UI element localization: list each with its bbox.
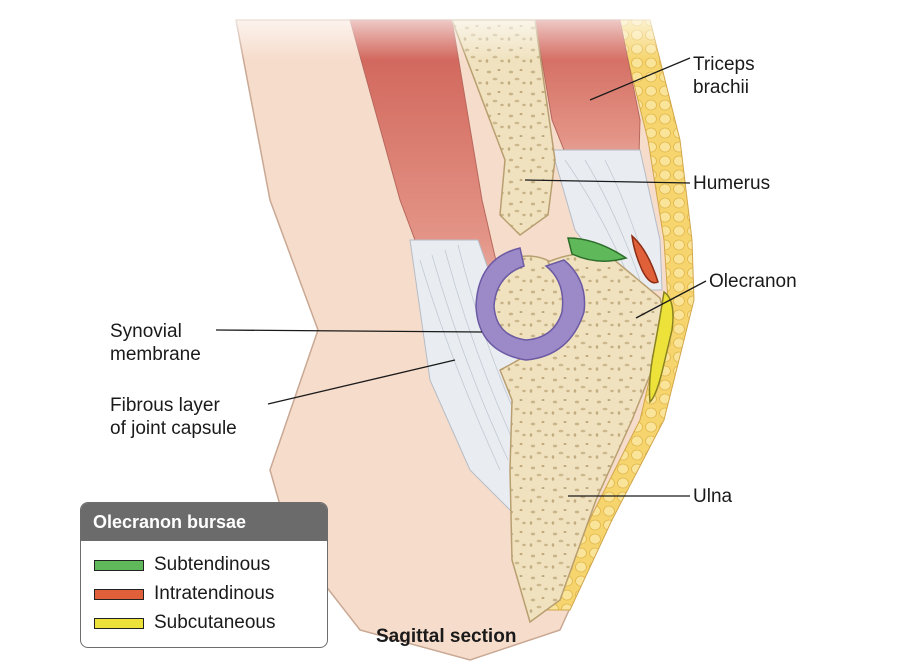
label-triceps-brachii: Triceps brachii: [693, 53, 755, 99]
triceps-tendon: [551, 149, 663, 291]
legend-item-subcutaneous: Subcutaneous: [94, 611, 276, 635]
label-ulna: Ulna: [693, 486, 733, 507]
label-triceps-line2: brachii: [693, 77, 749, 98]
legend-label-subcutaneous: Subcutaneous: [154, 612, 276, 633]
top-fade: [0, 0, 902, 60]
subtendinous-bursa: [567, 237, 628, 262]
legend-label-subtendinous: Subtendinous: [154, 554, 271, 575]
label-fibrous-line2: of joint capsule: [110, 418, 237, 439]
legend-box: Olecranon bursae Subtendinous Intratendi…: [80, 502, 328, 648]
label-fibrous-layer: Fibrous layer of joint capsule: [110, 394, 237, 440]
label-olecranon: Olecranon: [709, 271, 797, 292]
label-synovial-membrane: Synovial membrane: [110, 320, 210, 366]
leader-fibrous: [267, 359, 456, 405]
intratendinous-bursa: [631, 234, 659, 284]
legend-label-intratendinous: Intratendinous: [154, 583, 275, 604]
leader-synovial: [215, 329, 483, 333]
legend-item-intratendinous: Intratendinous: [94, 582, 274, 606]
legend-swatch-subtendinous: [94, 559, 144, 571]
label-fibrous-line1: Fibrous layer: [110, 395, 220, 416]
synovial-membrane-shape: [475, 247, 586, 361]
label-humerus: Humerus: [693, 173, 771, 194]
legend-item-subtendinous: Subtendinous: [94, 553, 270, 577]
subcutaneous-bursa: [648, 290, 674, 404]
label-synovial-line2: membrane: [110, 344, 201, 365]
subcutaneous-fat: [547, 19, 695, 611]
legend-title: Olecranon bursae: [81, 503, 327, 541]
leader-olecranon: [635, 280, 707, 319]
leader-humerus: [524, 179, 691, 184]
leader-triceps: [589, 57, 691, 101]
caption: Sagittal section: [376, 626, 517, 647]
legend-swatch-intratendinous: [94, 588, 144, 600]
label-synovial-line1: Synovial: [110, 321, 182, 342]
leader-lines: [215, 57, 707, 497]
label-triceps-line1: Triceps: [693, 54, 755, 75]
legend-swatch-subcutaneous: [94, 617, 144, 629]
